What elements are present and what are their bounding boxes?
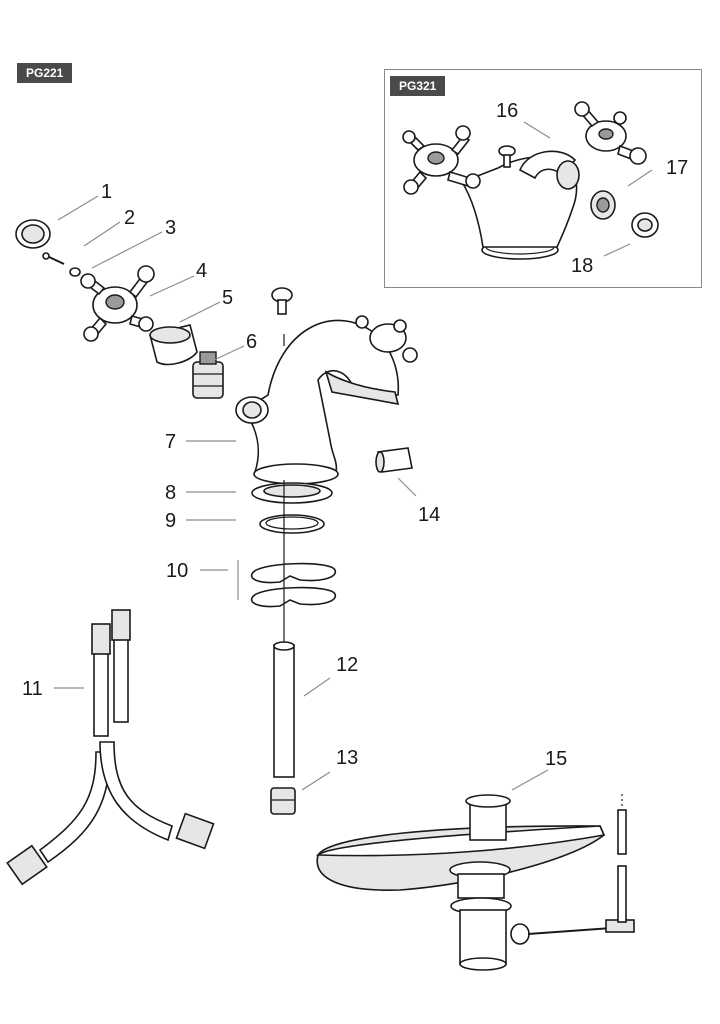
part-11-hoses (6, 609, 215, 886)
callout-17: 17 (666, 157, 688, 179)
part-6-cartridge (192, 351, 224, 399)
inset-spout-outlet (556, 160, 580, 190)
part-1-cap (15, 219, 51, 249)
callout-12: 12 (336, 654, 358, 676)
inset-part-17 (590, 190, 616, 220)
callout-2: 2 (124, 207, 135, 229)
part-12-sleeve (273, 641, 295, 778)
callout-11: 11 (22, 678, 43, 700)
callout-8: 8 (165, 482, 176, 504)
part-3-washer (69, 267, 81, 277)
callout-14: 14 (418, 504, 440, 526)
callout-numbers: 1 2 3 4 5 6 7 8 9 10 11 12 13 14 15 16 1… (22, 100, 688, 770)
part-10-fixing-plates (250, 562, 336, 608)
callout-16: 16 (496, 100, 518, 122)
callout-1: 1 (101, 181, 112, 203)
inset-tap-assembly (402, 101, 659, 260)
callout-13: 13 (336, 747, 358, 769)
part-2-screw (42, 252, 65, 265)
callout-5: 5 (222, 287, 233, 309)
callout-7: 7 (165, 431, 176, 453)
part-9-ring (259, 514, 325, 534)
part-13-nut (270, 787, 296, 815)
part-8-gasket (251, 482, 333, 504)
part-4-cross-handle (80, 265, 155, 342)
part-5-shroud (149, 324, 198, 366)
inset-frame (384, 69, 702, 288)
callout-4: 4 (196, 260, 207, 282)
inset-right-handle (574, 101, 647, 165)
part-7-tap-body (235, 315, 418, 485)
leader-lines (54, 121, 653, 791)
part-15-waste (315, 794, 635, 971)
part-14-aerator (375, 447, 413, 473)
callout-3: 3 (165, 217, 176, 239)
callout-9: 9 (165, 510, 176, 532)
callout-15: 15 (545, 748, 567, 770)
callout-10: 10 (166, 560, 188, 582)
inset-left-handle (402, 125, 481, 195)
model-tag-main: PG221 (17, 63, 73, 83)
callout-6: 6 (246, 331, 257, 353)
popup-knob (271, 287, 293, 346)
callout-18: 18 (571, 255, 593, 277)
inset-part-18 (631, 212, 659, 238)
model-tag-inset: PG321 (390, 76, 446, 96)
